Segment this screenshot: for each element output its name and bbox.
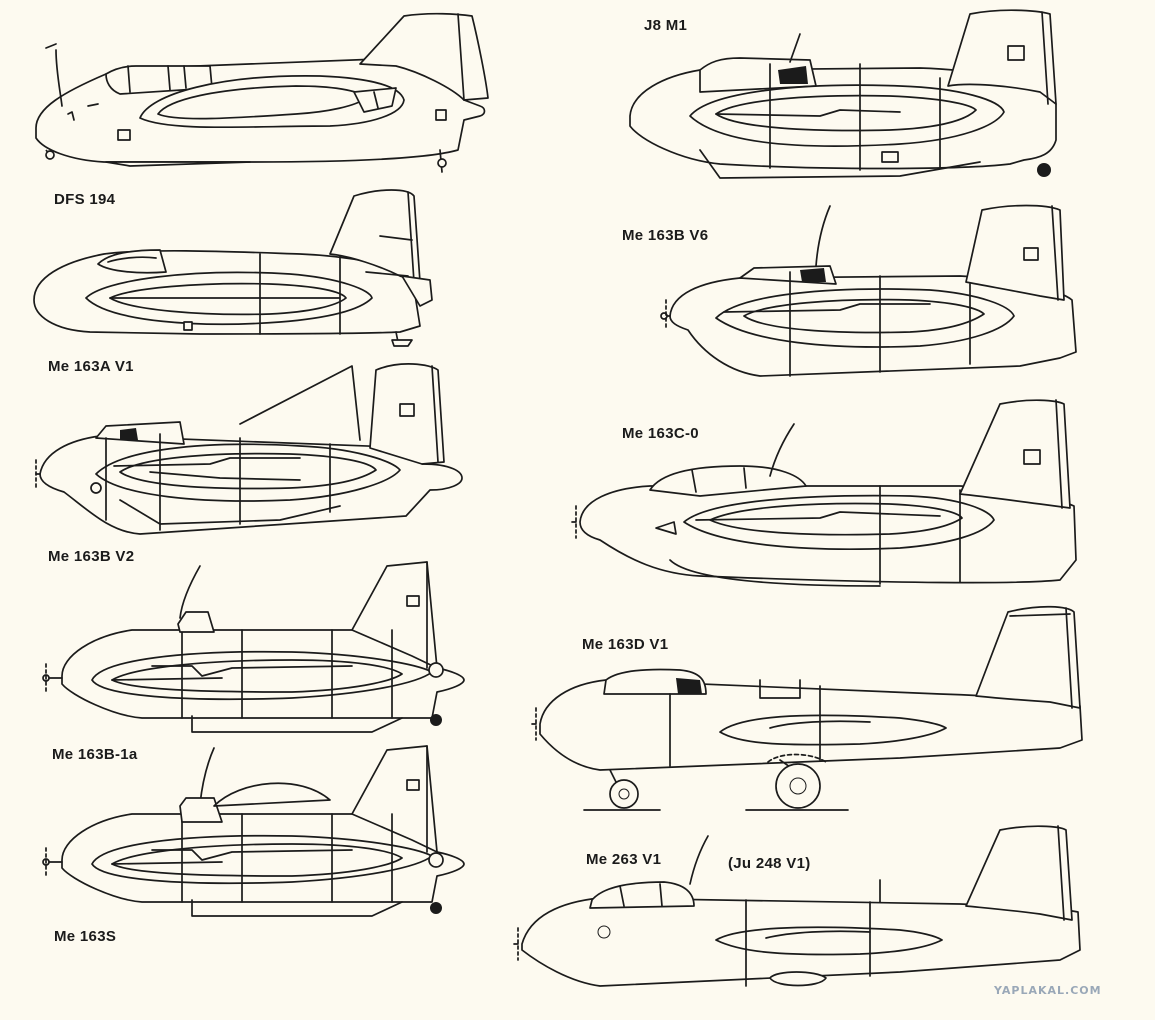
me163b-1a-drawing	[42, 561, 465, 733]
me163s-drawing	[42, 745, 465, 917]
label-me-163d-v1: Me 163D V1	[582, 636, 669, 653]
me163c-0-drawing	[571, 399, 1077, 587]
watermark: YAPLAKAL.COM	[994, 984, 1102, 997]
me163s-details	[179, 747, 444, 914]
me163a-v1-drawing	[33, 189, 433, 347]
label-dfs-194: DFS 194	[54, 191, 116, 208]
label-me-163s: Me 163S	[54, 928, 117, 945]
label-me-163b-v2: Me 163B V2	[48, 548, 135, 565]
label-me-263-v1: Me 263 V1	[586, 851, 662, 868]
label-me-163b-1a: Me 163B-1a	[52, 746, 138, 763]
me263-v1-drawing	[513, 825, 1081, 987]
me163d-v1-drawing	[531, 605, 1083, 811]
dfs194-drawing	[35, 12, 489, 173]
j8m1-drawing	[629, 9, 1057, 179]
label-ju-248-v1: (Ju 248 V1)	[728, 855, 811, 872]
me163b-v6-drawing	[660, 204, 1077, 377]
me163b-v2-drawing	[35, 363, 463, 535]
label-me-163a-v1: Me 163A V1	[48, 358, 134, 375]
me163b-1a-details	[177, 565, 444, 726]
label-me-163b-v6: Me 163B V6	[622, 227, 709, 244]
label-j8-m1: J8 M1	[644, 17, 688, 34]
label-me-163c-0: Me 163C-0	[622, 425, 699, 442]
